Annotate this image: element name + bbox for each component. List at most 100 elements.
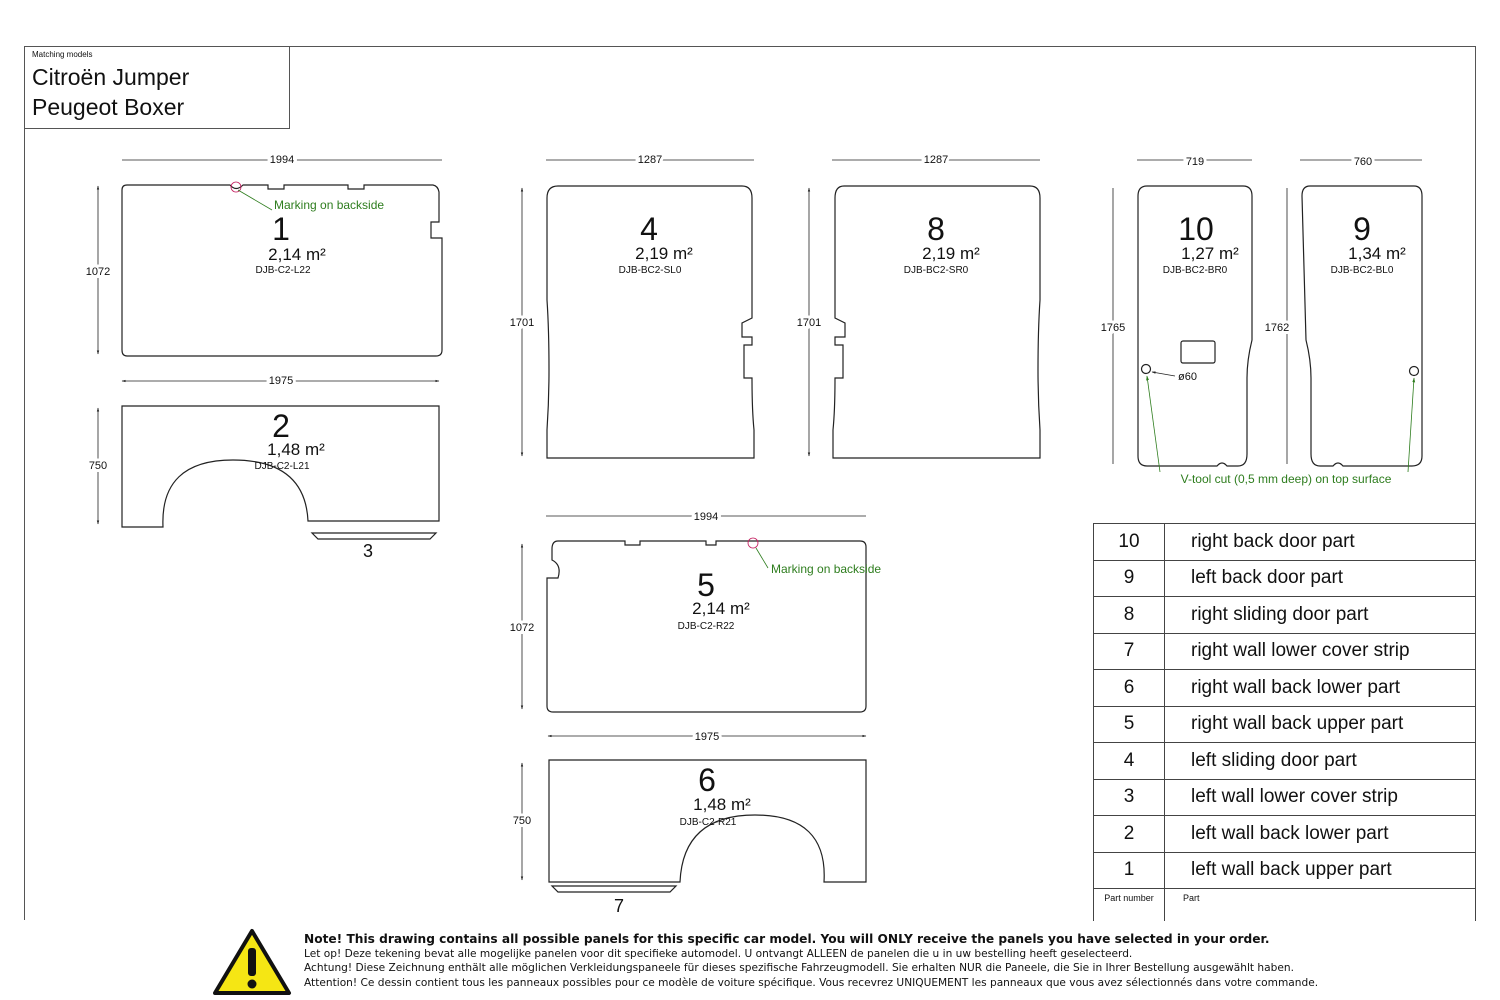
drawing-frame <box>24 46 1476 920</box>
panel-2 <box>96 379 440 528</box>
panel-3 <box>310 532 438 540</box>
panel-6-height-dim: 750 <box>513 815 531 827</box>
panel-3-number: 3 <box>363 541 373 561</box>
panel-2-area: 1,48 m² <box>267 440 325 459</box>
legend-part-name: left wall lower cover strip <box>1164 778 1476 816</box>
hole-diameter-label: ø60 <box>1178 371 1197 383</box>
notice-dutch: Let op! Deze tekening bevat alle mogelij… <box>304 947 1133 960</box>
legend-part-name: right back door part <box>1164 523 1476 561</box>
legend-part-name: right sliding door part <box>1164 596 1476 634</box>
panel-5-area: 2,14 m² <box>692 599 750 618</box>
panel-4-code: DJB-BC2-SL0 <box>619 265 682 276</box>
legend-header-part: Part <box>1164 888 1476 921</box>
panel-10-width-dim: 719 <box>1186 156 1204 168</box>
panel-10 <box>1112 159 1253 467</box>
warning-icon <box>213 929 291 995</box>
panel-6-area: 1,48 m² <box>693 795 751 814</box>
legend-part-name: left back door part <box>1164 559 1476 597</box>
panel-1-code: DJB-C2-L22 <box>255 265 310 276</box>
legend-part-name: left wall back upper part <box>1164 851 1476 889</box>
matching-models-box: Matching models Citroën Jumper Peugeot B… <box>24 46 290 129</box>
panel-1-marking-note: Marking on backside <box>274 198 384 212</box>
legend-part-number: 3 <box>1093 778 1165 816</box>
panel-5-marking-note: Marking on backside <box>771 562 881 576</box>
panel-5-width-dim: 1994 <box>694 511 718 523</box>
legend-part-number: 1 <box>1093 851 1165 889</box>
panel-8-width-dim: 1287 <box>924 154 948 166</box>
panel-2-number: 2 <box>272 408 290 444</box>
panel-6 <box>520 734 867 883</box>
panel-9-width-dim: 760 <box>1354 156 1372 168</box>
panel-5 <box>520 515 867 713</box>
legend-part-name: right wall back lower part <box>1164 669 1476 707</box>
panel-9-code: DJB-BC2-BL0 <box>1331 265 1394 276</box>
matching-models-label: Matching models <box>32 50 93 59</box>
panel-2-code: DJB-C2-L21 <box>254 461 309 472</box>
panel-2-width-dim: 1975 <box>269 375 293 387</box>
panel-4 <box>520 159 755 459</box>
legend-part-number: 10 <box>1093 523 1165 561</box>
panel-6-code: DJB-C2-R21 <box>680 817 737 828</box>
panel-7 <box>550 885 678 893</box>
panel-10-area: 1,27 m² <box>1181 244 1239 263</box>
vtool-leaders <box>1146 375 1416 473</box>
panel-2-height-dim: 750 <box>89 460 107 472</box>
panel-1-height-dim: 1072 <box>86 266 110 278</box>
panel-1-number: 1 <box>272 211 290 247</box>
order-notice: Note! This drawing contains all possible… <box>212 928 1492 998</box>
legend-part-number: 5 <box>1093 705 1165 743</box>
panel-4-number: 4 <box>640 211 658 247</box>
panel-9-area: 1,34 m² <box>1348 244 1406 263</box>
notice-english: Note! This drawing contains all possible… <box>304 932 1270 946</box>
model-peugeot-boxer: Peugeot Boxer <box>32 94 185 120</box>
legend-part-number: 8 <box>1093 596 1165 634</box>
panel-4-width-dim: 1287 <box>638 154 662 166</box>
panel-8-number: 8 <box>927 211 945 247</box>
panel-10-code: DJB-BC2-BR0 <box>1163 265 1228 276</box>
panel-4-height-dim: 1701 <box>510 317 534 329</box>
legend-part-name: right wall back upper part <box>1164 705 1476 743</box>
panel-8 <box>807 159 1041 459</box>
panel-8-code: DJB-BC2-SR0 <box>904 265 969 276</box>
vtool-note: V-tool cut (0,5 mm deep) on top surface <box>1181 472 1392 486</box>
panel-9-height-dim: 1762 <box>1265 322 1289 334</box>
panel-9-number: 9 <box>1353 211 1371 247</box>
panel-6-number: 6 <box>698 762 716 798</box>
panel-10-number: 10 <box>1178 211 1214 247</box>
legend-part-number: 9 <box>1093 559 1165 597</box>
panel-5-height-dim: 1072 <box>510 622 534 634</box>
legend-part-number: 6 <box>1093 669 1165 707</box>
panel-5-number: 5 <box>697 567 715 603</box>
legend-part-name: right wall lower cover strip <box>1164 632 1476 670</box>
legend-part-name: left wall back lower part <box>1164 815 1476 853</box>
panel-6-width-dim: 1975 <box>695 731 719 743</box>
legend-part-number: 2 <box>1093 815 1165 853</box>
legend-part-number: 7 <box>1093 632 1165 670</box>
legend-header-number: Part number <box>1093 888 1165 921</box>
legend-part-number: 4 <box>1093 742 1165 780</box>
panel-10-height-dim: 1765 <box>1101 322 1125 334</box>
model-citroen-jumper: Citroën Jumper <box>32 64 190 90</box>
panel-1-area: 2,14 m² <box>268 245 326 264</box>
notice-french: Attention! Ce dessin contient tous les p… <box>304 976 1319 989</box>
panel-9 <box>1286 159 1423 467</box>
panel-1-width-dim: 1994 <box>270 154 294 166</box>
panel-1 <box>96 159 443 357</box>
legend-part-name: left sliding door part <box>1164 742 1476 780</box>
notice-german: Achtung! Diese Zeichnung enthält alle mö… <box>304 962 1294 974</box>
panel-7-number: 7 <box>614 896 624 916</box>
panel-8-height-dim: 1701 <box>797 317 821 329</box>
